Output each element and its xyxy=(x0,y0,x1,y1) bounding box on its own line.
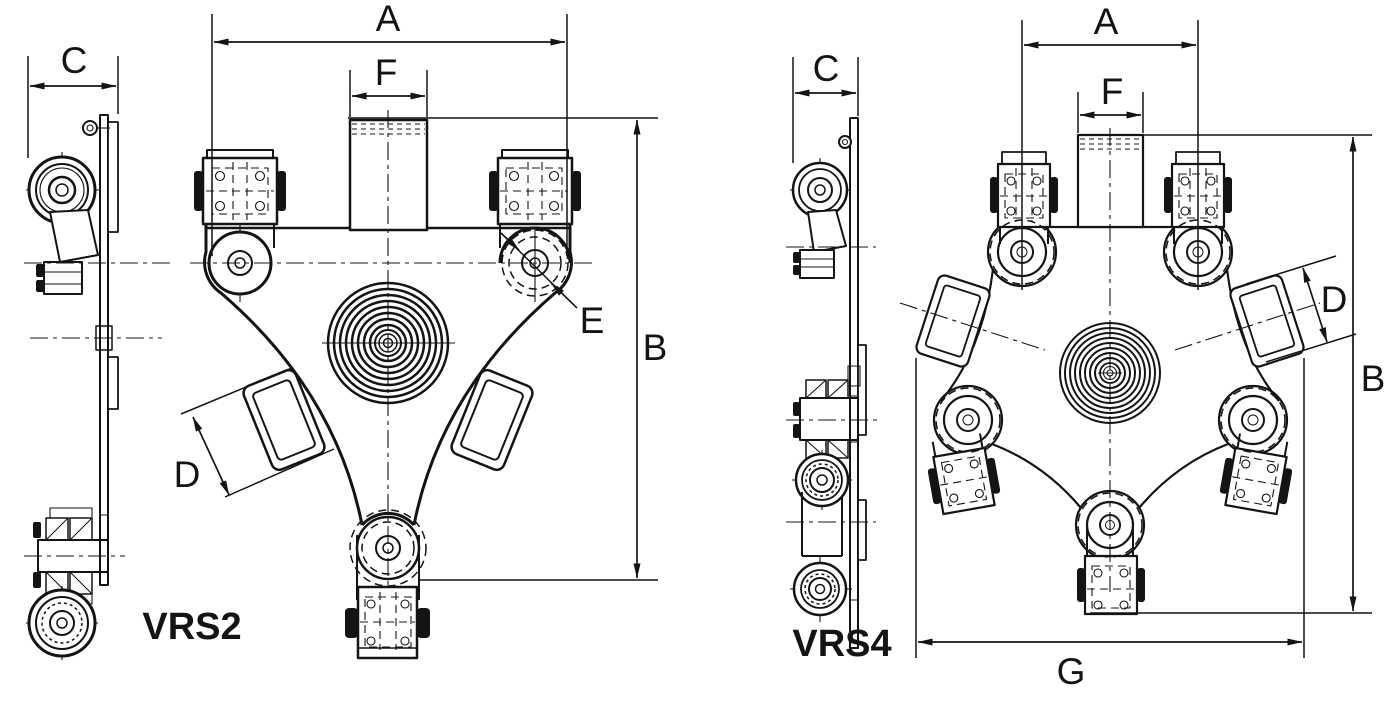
vrs2-dim-F: F xyxy=(349,52,428,117)
vrs4-side-pin xyxy=(838,135,852,149)
vrs2-wheel-unit-left xyxy=(194,149,286,302)
vrs4-dim-F: F xyxy=(1077,71,1144,133)
vrs2-side-view: C xyxy=(24,40,170,660)
vrs4-dim-label-A: A xyxy=(1094,1,1119,42)
vrs2-dim-label-B: B xyxy=(643,327,668,368)
vrs2-handle-socket-right xyxy=(450,368,534,472)
vrs4-side-bottom-roller xyxy=(790,556,852,622)
vrs2-side-hub-assembly xyxy=(24,507,125,605)
vrs4-wheel-unit-mid-right xyxy=(1219,387,1293,516)
vrs2-dim-A: A xyxy=(211,0,568,256)
vrs4-dim-label-G: G xyxy=(1057,651,1086,692)
vrs2-side-strip-2 xyxy=(107,356,119,410)
vrs4-model-label: VRS4 xyxy=(792,623,891,665)
vrs4-wheel-unit-bottom xyxy=(1077,492,1145,616)
vrs4-handle-socket-left xyxy=(915,274,991,368)
vrs2-dim-label-F: F xyxy=(375,52,398,93)
vrs2-side-roller-arm xyxy=(49,209,99,263)
vrs2-side-clamp-nut xyxy=(36,261,83,295)
vrs4-dim-label-C: C xyxy=(813,48,840,89)
vrs4-screw-spindle xyxy=(1076,133,1145,229)
vrs4-side-view: C VRS4 xyxy=(786,48,892,665)
vrs4-dim-label-D: D xyxy=(1321,279,1348,320)
vrs2-dim-label-D: D xyxy=(174,454,201,495)
vrs4-wheel-unit-top-left xyxy=(989,151,1058,285)
vrs2-dim-D: D xyxy=(174,367,335,498)
vrs2-body xyxy=(204,224,571,525)
vrs2-dim-label-C: C xyxy=(61,40,88,81)
vrs2-side-bracket-strip xyxy=(107,121,119,233)
vrs4-wheel-unit-mid-left xyxy=(927,387,1001,516)
vrs4-side-clamp-nut xyxy=(793,249,835,279)
vrs4-side-top-roller xyxy=(790,158,850,222)
vrs2-dim-E: E xyxy=(500,232,605,341)
vrs4-side-plate xyxy=(849,117,859,649)
vrs4-dim-C: C xyxy=(792,48,859,163)
vrs4-dim-A: A xyxy=(1021,1,1199,290)
vrs4-side-mid-roller xyxy=(792,450,852,510)
vrs4-side-roller-arm xyxy=(807,209,847,253)
vrs2-front-view: A F B E D VRS2 xyxy=(142,0,668,660)
vrs2-dim-label-A: A xyxy=(376,0,401,39)
vrs4-dim-label-B: B xyxy=(1361,358,1386,399)
vrs2-side-bottom-roller xyxy=(26,586,98,660)
vrs2-dim-B: B xyxy=(348,117,668,581)
vrs2-model-label: VRS2 xyxy=(142,606,241,648)
vrs4-dim-G: G xyxy=(915,358,1305,692)
vrs4-dim-D: D xyxy=(1245,255,1357,363)
vrs2-dim-C: C xyxy=(27,40,119,158)
vrs4-front-view: A F B D G xyxy=(899,1,1386,692)
vrs2-bottom-roller-unit xyxy=(345,509,430,660)
vrs2-dim-label-E: E xyxy=(580,300,605,341)
vrs4-dim-B: B xyxy=(1078,134,1386,614)
vrs2-side-pin xyxy=(82,120,98,136)
vrs2-handle-socket-left xyxy=(242,368,326,472)
vrs4-dim-label-F: F xyxy=(1101,71,1124,112)
